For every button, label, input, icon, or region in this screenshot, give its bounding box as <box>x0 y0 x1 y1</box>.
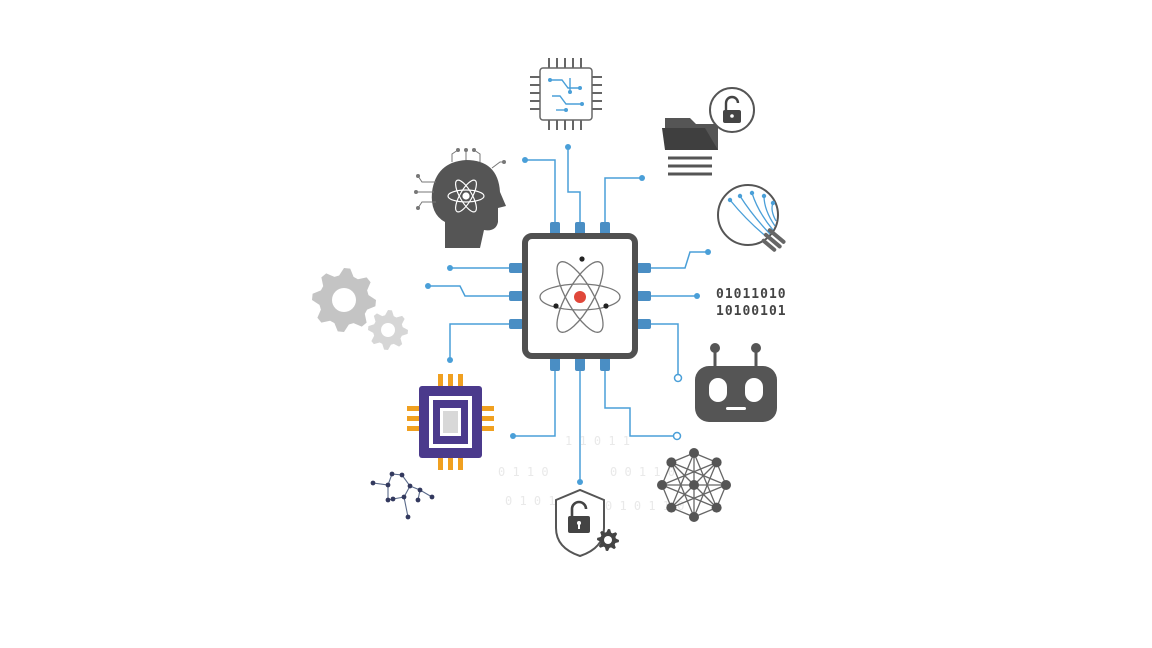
trace-left-3 <box>449 323 512 360</box>
atom-nucleus <box>574 291 586 303</box>
faint-binary-row: 0 1 0 1 <box>505 494 556 508</box>
circuit-chip-icon <box>530 58 602 130</box>
trace-right-1 <box>648 251 708 269</box>
folder-unlock-icon <box>662 87 755 176</box>
trace-bottom-left <box>513 368 556 437</box>
faint-binary-background: 1 1 0 1 1 0 1 1 0 0 0 1 1 0 0 1 0 1 0 1 … <box>498 434 684 513</box>
trace-left-2 <box>428 285 512 297</box>
robot-head-icon <box>695 343 777 422</box>
trace-top-right <box>604 177 642 225</box>
faint-binary-row: 1 1 0 1 1 <box>565 434 630 448</box>
binary-line-2: 10100101 <box>716 304 787 319</box>
circuit-traces <box>428 147 708 482</box>
central-chip-pins <box>509 222 651 371</box>
atom-electrons <box>553 256 609 309</box>
binary-line-1: 01011010 <box>716 287 787 302</box>
binary-code-icon: 01011010 10100101 <box>716 287 787 319</box>
atom-icon <box>539 261 621 333</box>
shield-lock-gear-icon <box>555 488 619 558</box>
trace-bottom-right <box>604 368 676 437</box>
trace-open-endpoints <box>672 373 683 441</box>
gears-icon <box>312 268 408 350</box>
trace-right-3 <box>648 323 679 375</box>
molecule-graph-icon <box>370 471 435 520</box>
faint-binary-row: 0 1 1 0 <box>498 465 549 479</box>
faint-binary-row: 0 1 0 1 1 0 <box>605 499 684 513</box>
ai-brain-head-icon <box>414 148 506 248</box>
network-mesh-icon <box>657 448 731 522</box>
faint-binary-row: 0 0 1 1 0 <box>610 465 675 479</box>
violet-processor-icon <box>407 374 494 470</box>
trace-top-left <box>525 159 556 225</box>
trace-top-center <box>567 147 581 225</box>
central-processor-atom <box>509 222 651 371</box>
gear-small-icon <box>597 529 619 551</box>
fiber-lightbulb-icon <box>717 184 786 252</box>
trace-endpoints <box>425 144 711 485</box>
